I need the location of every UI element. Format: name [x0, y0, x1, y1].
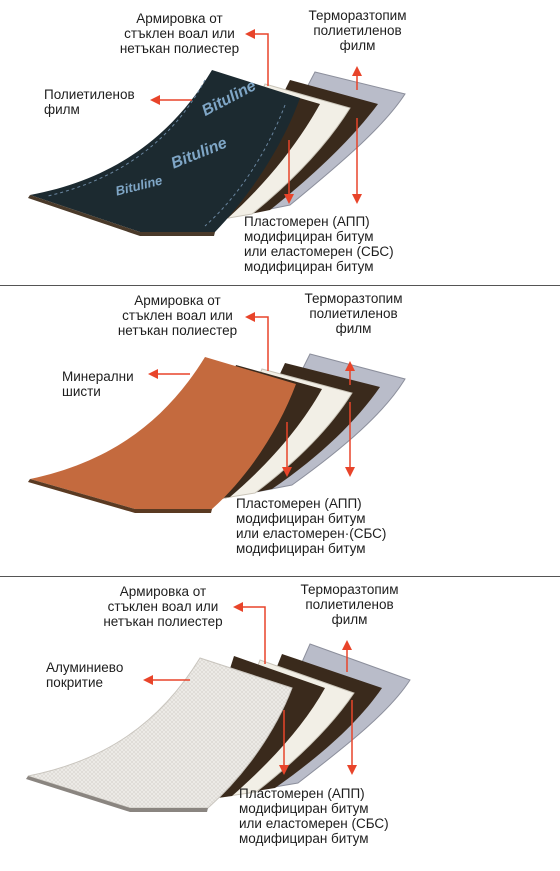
top-layer-label: Минерални шисти	[62, 369, 134, 399]
film-label: Терморазтопим полиетиленов филм	[304, 291, 403, 336]
arrow-reinforcement	[245, 312, 269, 371]
panel-divider	[0, 576, 560, 577]
top-layer-label: Полиетиленов филм	[44, 87, 135, 117]
film-label: Терморазтопим полиетиленов филм	[308, 8, 407, 53]
layer-illustration	[28, 312, 406, 513]
panel-aluminium: Армировка от стъклен воал или нетъкан по…	[0, 578, 560, 871]
bitumen-label: Пластомерен (АПП) модифициран битум или …	[244, 214, 394, 274]
panel-mineral: Армировка от стъклен воал или нетъкан по…	[0, 287, 560, 574]
bitumen-label: Пластомерен (АПП) модифициран битум или …	[236, 496, 387, 556]
top-mineral-sheet	[30, 357, 296, 509]
layer-illustration	[28, 29, 406, 236]
reinforcement-label: Армировка от стъклен воал или нетъкан по…	[119, 11, 240, 56]
reinforcement-label: Армировка от стъклен воал или нетъкан по…	[103, 584, 223, 629]
panel-divider	[0, 285, 560, 286]
bitumen-label: Пластомерен (АПП) модифициран битум или …	[239, 786, 389, 846]
top-layer-label: Алуминиево покритие	[46, 660, 124, 690]
arrow-reinforcement	[245, 29, 269, 86]
arrow-reinforcement	[233, 602, 266, 664]
top-polyethylene-sheet	[30, 70, 300, 232]
reinforcement-label: Армировка от стъклен воал или нетъкан по…	[117, 293, 238, 338]
layer-illustration	[26, 602, 411, 812]
panel-polyethylene: Bituline Bituline Bituline Армировка от …	[0, 0, 560, 283]
film-label: Терморазтопим полиетиленов филм	[300, 582, 399, 627]
